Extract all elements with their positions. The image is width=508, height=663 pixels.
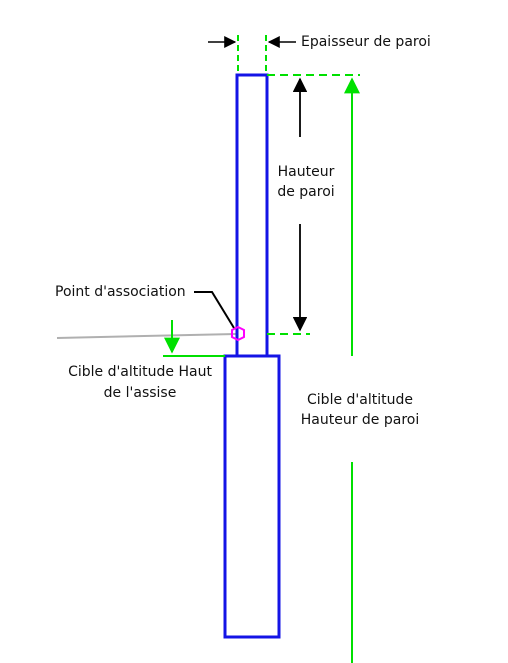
wall-height-label-line1: Hauteur — [277, 164, 335, 180]
attachment-point-label: Point d'association — [55, 284, 186, 300]
attachment-point-marker — [231, 325, 245, 342]
wall-footing — [223, 354, 281, 639]
wall-height-label-line2: de paroi — [277, 184, 335, 200]
footing-top-target-label-line1: Cible d'altitude Haut — [68, 364, 212, 380]
wall-stem — [235, 73, 269, 358]
reference-line — [56, 333, 237, 339]
footing-top-target-label-line2: de l'assise — [103, 385, 177, 401]
wall-thickness-label: Epaisseur de paroi — [301, 34, 431, 50]
attachment-leader — [194, 291, 235, 329]
wall-height-target-label-line1: Cible d'altitude — [307, 392, 413, 408]
wall-height-target-label-line2: Hauteur de paroi — [300, 412, 420, 428]
